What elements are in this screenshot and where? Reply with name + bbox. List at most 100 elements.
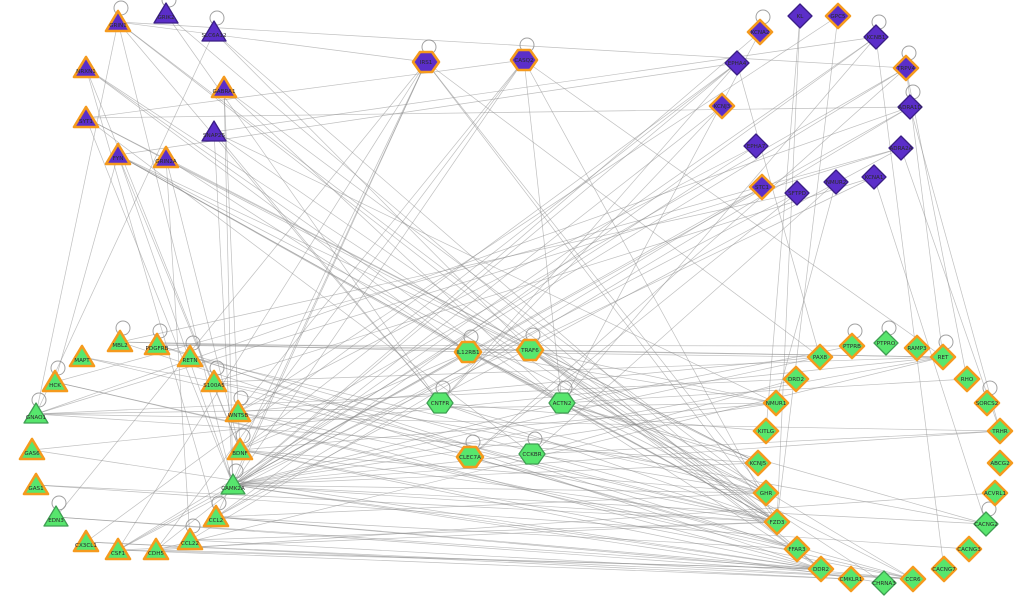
diamond-shape[interactable] (930, 555, 958, 583)
triangle-shape[interactable] (202, 504, 230, 528)
diamond-shape[interactable] (837, 565, 865, 593)
node-HCK[interactable]: HCK (41, 369, 69, 393)
node-ABCG2[interactable]: ABCG2 (986, 449, 1014, 477)
triangle-shape[interactable] (68, 344, 96, 368)
hexagon-shape[interactable] (453, 340, 483, 364)
diamond-shape[interactable] (973, 389, 1001, 417)
node-ACVRL1[interactable]: ACVRL1 (981, 479, 1009, 507)
node-PDGFRB[interactable]: PDGFRB (143, 332, 171, 356)
node-CCL22[interactable]: CCL22 (176, 527, 204, 551)
diamond-shape[interactable] (748, 173, 776, 201)
node-IL12RB1[interactable]: IL12RB1 (453, 340, 483, 364)
diamond-shape[interactable] (763, 508, 791, 536)
triangle-shape[interactable] (152, 145, 180, 169)
node-GRIN2A[interactable]: GRIN2A (152, 145, 180, 169)
diamond-shape[interactable] (981, 479, 1009, 507)
node-MAPT[interactable]: MAPT (68, 344, 96, 368)
diamond-shape[interactable] (782, 365, 810, 393)
triangle-shape[interactable] (43, 505, 69, 527)
node-TRHR[interactable]: TRHR (986, 417, 1014, 445)
node-CCR6[interactable]: CCR6 (899, 565, 927, 593)
node-SLC6A12[interactable]: SLC6A12 (201, 20, 227, 42)
diamond-shape[interactable] (724, 50, 750, 76)
triangle-shape[interactable] (106, 329, 134, 353)
hexagon-shape[interactable] (455, 445, 485, 469)
node-KCNA2[interactable]: KCNA2 (746, 18, 774, 46)
diamond-shape[interactable] (929, 343, 957, 371)
diamond-shape[interactable] (953, 365, 981, 393)
hexagon-shape[interactable] (515, 338, 545, 362)
diamond-shape[interactable] (752, 479, 780, 507)
node-CX3CL1[interactable]: CX3CL1 (72, 529, 100, 553)
diamond-shape[interactable] (986, 449, 1014, 477)
diamond-shape[interactable] (807, 555, 835, 583)
node-GPC5[interactable]: GPC5 (824, 2, 852, 30)
triangle-shape[interactable] (72, 55, 100, 79)
diamond-shape[interactable] (708, 92, 736, 120)
diamond-shape[interactable] (871, 570, 897, 596)
triangle-shape[interactable] (226, 437, 254, 461)
diamond-shape[interactable] (783, 535, 811, 563)
node-PAX8[interactable]: PAX8 (806, 343, 834, 371)
node-CACNG3[interactable]: CACNG3 (955, 535, 983, 563)
triangle-shape[interactable] (41, 369, 69, 393)
diamond-shape[interactable] (861, 164, 887, 190)
triangle-shape[interactable] (220, 473, 246, 495)
diamond-shape[interactable] (824, 2, 852, 30)
node-MBL2[interactable]: MBL2 (106, 329, 134, 353)
node-SFTPD[interactable]: SFTPD (784, 180, 810, 206)
node-ACTN2[interactable]: ACTN2 (548, 392, 576, 414)
node-KITLG[interactable]: KITLG (752, 417, 780, 445)
diamond-shape[interactable] (823, 169, 849, 195)
node-CMKLR1[interactable]: CMKLR1 (837, 565, 865, 593)
triangle-shape[interactable] (153, 2, 179, 24)
triangle-shape[interactable] (143, 332, 171, 356)
hexagon-shape[interactable] (411, 50, 441, 74)
node-EDN3[interactable]: EDN3 (43, 505, 69, 527)
diamond-shape[interactable] (986, 417, 1014, 445)
node-CACNG7[interactable]: CACNG7 (930, 555, 958, 583)
diamond-shape[interactable] (973, 511, 999, 537)
diamond-shape[interactable] (762, 389, 790, 417)
node-ADRA1D[interactable]: ADRA1D (897, 94, 923, 120)
triangle-shape[interactable] (104, 9, 132, 33)
node-GRIN1[interactable]: GRIN1 (104, 9, 132, 33)
node-RHO[interactable]: RHO (953, 365, 981, 393)
node-GRIK2[interactable]: GRIK2 (153, 2, 179, 24)
node-NMUR2[interactable]: NMUR2 (823, 169, 849, 195)
node-DRD2[interactable]: DRD2 (782, 365, 810, 393)
node-TRAF6[interactable]: TRAF6 (515, 338, 545, 362)
node-CCL2[interactable]: CCL2 (202, 504, 230, 528)
diamond-shape[interactable] (838, 332, 866, 360)
diamond-shape[interactable] (806, 343, 834, 371)
diamond-shape[interactable] (746, 18, 774, 46)
triangle-shape[interactable] (22, 472, 50, 496)
node-CACNG2[interactable]: CACNG2 (973, 511, 999, 537)
node-EPHA4[interactable]: EPHA4 (724, 50, 750, 76)
node-SORCS2[interactable]: SORCS2 (973, 389, 1001, 417)
node-IRS1[interactable]: IRS1 (411, 50, 441, 74)
node-CSF1[interactable]: CSF1 (104, 537, 132, 561)
node-NRXN1[interactable]: NRXN1 (72, 55, 100, 79)
hexagon-shape[interactable] (426, 392, 454, 414)
triangle-shape[interactable] (142, 537, 170, 561)
node-CLEC7A[interactable]: CLEC7A (455, 445, 485, 469)
node-PTPRO[interactable]: PTPRO (873, 330, 899, 356)
triangle-shape[interactable] (18, 437, 46, 461)
node-KCNB1[interactable]: KCNB1 (863, 24, 889, 50)
diamond-shape[interactable] (888, 135, 914, 161)
triangle-shape[interactable] (224, 399, 252, 423)
hexagon-shape[interactable] (509, 48, 539, 72)
node-CASQ2[interactable]: CASQ2 (509, 48, 539, 72)
triangle-shape[interactable] (72, 105, 100, 129)
node-KCNA1[interactable]: KCNA1 (861, 164, 887, 190)
hexagon-shape[interactable] (548, 392, 576, 414)
diamond-shape[interactable] (752, 417, 780, 445)
node-STC1[interactable]: STC1 (748, 173, 776, 201)
node-KL[interactable]: KL (787, 3, 813, 29)
triangle-shape[interactable] (23, 402, 49, 424)
triangle-shape[interactable] (176, 344, 204, 368)
diamond-shape[interactable] (863, 24, 889, 50)
